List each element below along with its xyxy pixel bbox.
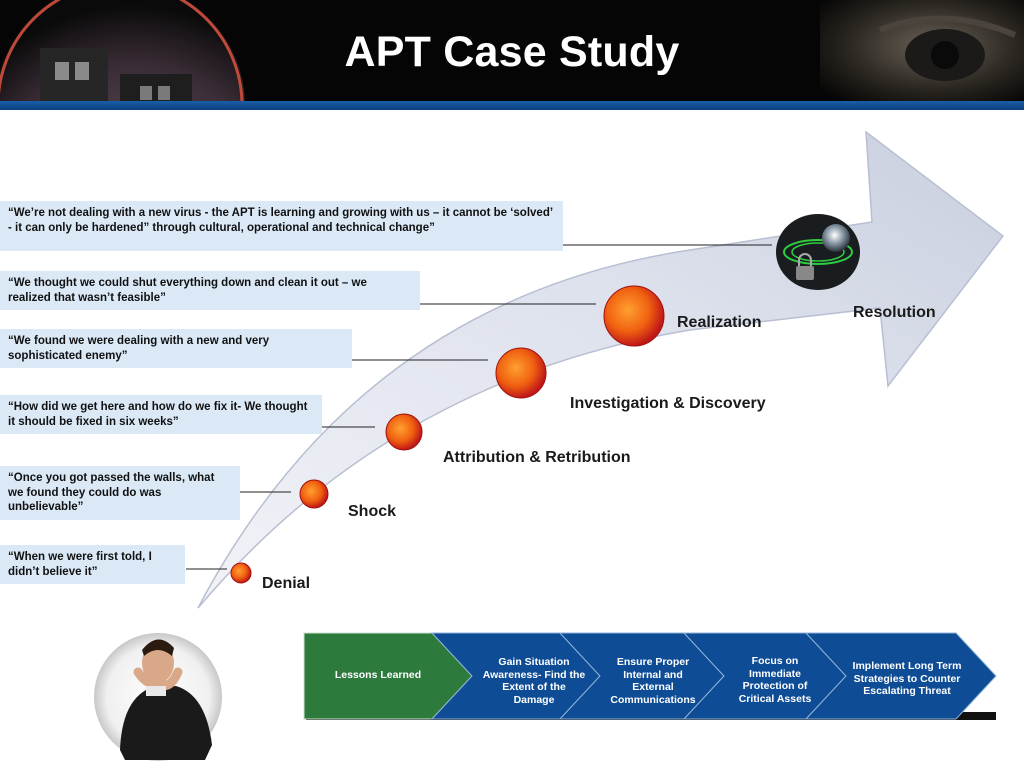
chevron-label-communications: Ensure Proper Internal and External Comm… bbox=[610, 656, 696, 706]
chevron-label-long-term: Implement Long Term Strategies to Counte… bbox=[852, 660, 962, 697]
chevron-label-protection: Focus on Immediate Protection of Critica… bbox=[738, 655, 812, 705]
chevron-label-lessons-learned: Lessons Learned bbox=[334, 669, 422, 681]
stage-dot-investigation bbox=[495, 347, 547, 399]
quote-resolution: “We’re not dealing with a new virus - th… bbox=[0, 201, 563, 251]
strategy-chevrons bbox=[303, 632, 997, 720]
chevron-label-situation-awareness: Gain Situation Awareness- Find the Exten… bbox=[482, 656, 586, 706]
quote-shock: “Once you got passed the walls, what we … bbox=[0, 466, 240, 520]
quote-realization: “We thought we could shut everything dow… bbox=[0, 271, 420, 310]
header-banner: APT Case Study bbox=[0, 0, 1024, 103]
stage-dot-attribution bbox=[385, 413, 423, 451]
chevron-long-term bbox=[804, 632, 997, 720]
header-decoration bbox=[0, 0, 1024, 103]
page-title: APT Case Study bbox=[344, 28, 680, 76]
stage-dot-denial bbox=[230, 562, 252, 584]
header-underline bbox=[0, 101, 1024, 110]
quote-investigation: “We found we were dealing with a new and… bbox=[0, 329, 352, 368]
globe-lock-icon bbox=[776, 214, 860, 290]
stage-dot-realization bbox=[603, 285, 665, 347]
stage-label-attribution: Attribution & Retribution bbox=[443, 449, 631, 466]
stage-label-realization: Realization bbox=[677, 314, 762, 331]
stage-label-investigation: Investigation & Discovery bbox=[570, 395, 766, 412]
stage-label-resolution: Resolution bbox=[853, 304, 936, 321]
stage-dot-shock bbox=[299, 479, 329, 509]
building-icon bbox=[0, 0, 245, 103]
quote-denial: “When we were first told, I didn’t belie… bbox=[0, 545, 185, 584]
distressed-person-icon bbox=[94, 633, 222, 761]
quote-attribution: “How did we get here and how do we fix i… bbox=[0, 395, 322, 434]
eye-icon bbox=[820, 0, 1024, 103]
stage-label-shock: Shock bbox=[348, 503, 397, 520]
stage-label-denial: Denial bbox=[262, 575, 311, 592]
